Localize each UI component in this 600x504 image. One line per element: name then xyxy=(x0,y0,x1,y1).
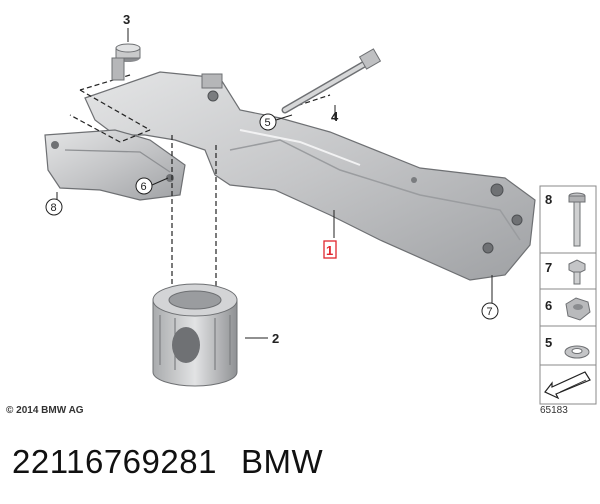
arrow-icon xyxy=(544,371,591,400)
part-caption: 22116769281 BMW xyxy=(12,443,323,481)
copyright-notice: © 2014 BMW AG xyxy=(6,405,84,416)
legend-label-6: 6 xyxy=(545,298,552,313)
short-bolt-icon xyxy=(568,259,586,285)
long-bolt-part-4 xyxy=(281,48,382,114)
rubber-mount-part-2 xyxy=(152,283,238,387)
nut-icon xyxy=(565,297,591,321)
assembly-guide-lines xyxy=(69,74,331,340)
callout-6-diagram: 6 xyxy=(135,177,153,195)
legend-label-5: 5 xyxy=(545,335,552,350)
fastener-legend: 8 7 6 5 xyxy=(539,185,597,405)
callout-4: 4 xyxy=(331,109,339,124)
washer-icon xyxy=(564,345,590,359)
callout-8-diagram: 8 xyxy=(45,198,63,216)
left-bracket xyxy=(44,129,186,201)
part-number: 22116769281 xyxy=(12,443,217,480)
callout-3: 3 xyxy=(123,12,130,27)
callout-7-diagram: 7 xyxy=(481,302,499,320)
diagram-id: 65183 xyxy=(540,405,568,416)
svg-text:8: 8 xyxy=(51,202,57,214)
callout-5: 5 xyxy=(259,113,277,131)
svg-text:7: 7 xyxy=(487,306,493,318)
svg-text:5: 5 xyxy=(265,117,271,129)
legend-label-8: 8 xyxy=(545,192,552,207)
svg-text:6: 6 xyxy=(141,181,147,193)
stud-bolt-part-3 xyxy=(111,43,141,81)
bolt-icon xyxy=(568,192,586,247)
brand-name: BMW xyxy=(240,443,324,480)
svg-text:1: 1 xyxy=(326,243,333,258)
callout-2: 2 xyxy=(272,331,279,346)
legend-label-7: 7 xyxy=(545,260,552,275)
callout-1: 1 xyxy=(323,240,337,259)
parts-diagram: 3 5 4 1 6 8 7 2 8 7 xyxy=(44,12,597,405)
leader-lines xyxy=(56,28,493,339)
